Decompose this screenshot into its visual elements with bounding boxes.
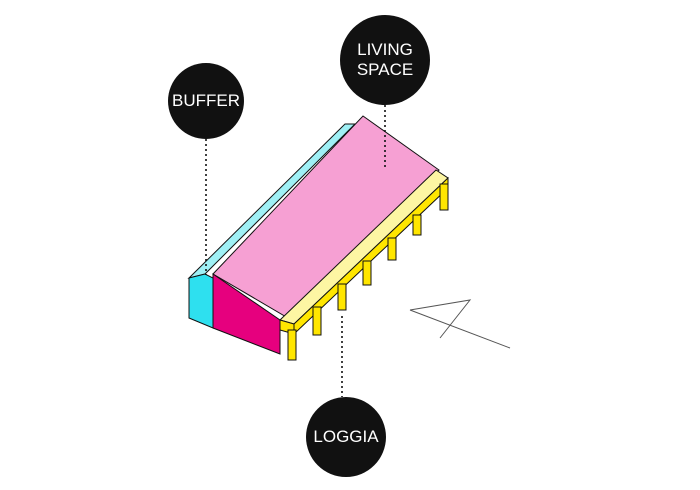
living-space-volume [212,115,440,355]
buffer-front-face [188,273,214,329]
living-space-roof [212,115,440,319]
label-loggia: LOGGIA [306,397,386,477]
loggia-post [439,183,449,211]
living-space-gable-face [212,273,281,355]
label-living-line2: SPACE [356,60,414,79]
loggia-post [387,237,397,261]
loggia-post [312,306,322,336]
north-arrow-icon [409,299,511,349]
loggia-posts [287,183,449,361]
buffer-volume [187,123,357,329]
loggia-post [412,214,422,236]
label-living-space: LIVING SPACE [340,15,430,105]
loggia-post [287,329,297,361]
label-loggia-text: LOGGIA [313,427,379,446]
label-buffer-text: BUFFER [172,91,240,110]
loggia-post [337,283,347,311]
label-buffer: BUFFER [168,63,244,139]
loggia-volume [279,169,449,361]
label-living-line1: LIVING [357,40,413,59]
loggia-post [362,260,372,286]
leader-lines [205,105,386,397]
